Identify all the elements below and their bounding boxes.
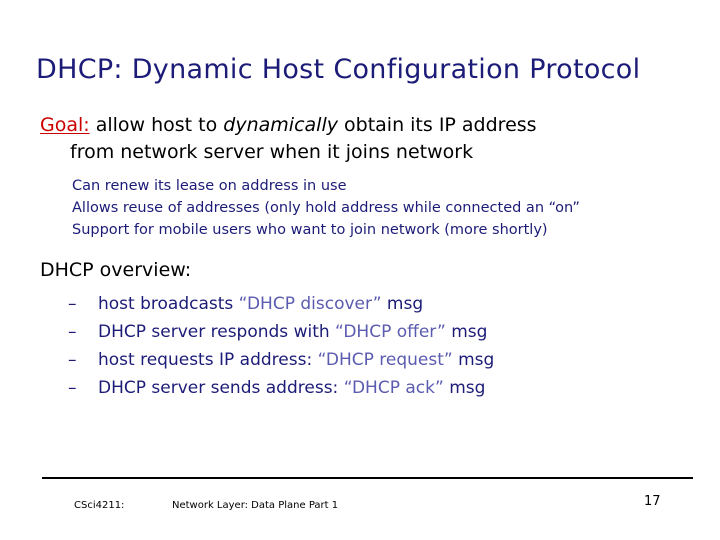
list-item-text: host requests IP address: “DHCP request”…: [98, 346, 494, 374]
list-item: – DHCP server sends address: “DHCP ack” …: [68, 374, 720, 402]
goal-text-before: allow host to: [89, 114, 224, 136]
goal-text-italic: dynamically: [223, 114, 338, 136]
footer-divider: [42, 477, 693, 479]
list-item: – host broadcasts “DHCP discover” msg: [68, 290, 720, 318]
item-suffix: msg: [381, 294, 424, 314]
footer-course-code: CSci4211:: [74, 500, 125, 511]
goal-text-after: obtain its IP address: [337, 114, 537, 136]
list-item: Support for mobile users who want to joi…: [72, 222, 548, 238]
footer-subject-title: Network Layer: Data Plane Part 1: [172, 500, 339, 511]
goal-continuation: from network server when it joins networ…: [70, 141, 474, 163]
list-item: Allows reuse of addresses (only hold add…: [72, 200, 580, 216]
item-prefix: host requests IP address:: [98, 350, 318, 370]
overview-heading: DHCP overview:: [40, 259, 192, 281]
list-item-text: DHCP server sends address: “DHCP ack” ms…: [98, 374, 485, 402]
item-suffix: msg: [445, 322, 488, 342]
page-title: DHCP: Dynamic Host Configuration Protoco…: [36, 54, 641, 85]
item-highlight: “DHCP discover”: [238, 294, 382, 314]
item-highlight: “DHCP request”: [317, 350, 453, 370]
item-highlight: “DHCP ack”: [343, 378, 444, 398]
footer-page-number: 17: [644, 494, 661, 509]
list-item: Can renew its lease on address in use: [72, 178, 347, 194]
item-highlight: “DHCP offer”: [335, 322, 446, 342]
item-suffix: msg: [452, 350, 495, 370]
item-prefix: DHCP server responds with: [98, 322, 336, 342]
list-item: – DHCP server responds with “DHCP offer”…: [68, 318, 720, 346]
dash-bullet-icon: –: [68, 322, 77, 342]
dash-bullet-icon: –: [68, 294, 77, 314]
goal-statement: Goal: allow host to dynamically obtain i…: [0, 112, 720, 166]
sub-bullet-list: Can renew its lease on address in use Al…: [0, 175, 720, 241]
item-prefix: host broadcasts: [98, 294, 239, 314]
list-item-text: host broadcasts “DHCP discover” msg: [98, 290, 423, 318]
list-item: – host requests IP address: “DHCP reques…: [68, 346, 720, 374]
slide-body: Goal: allow host to dynamically obtain i…: [0, 112, 720, 402]
list-item-text: DHCP server responds with “DHCP offer” m…: [98, 318, 487, 346]
overview-list: – host broadcasts “DHCP discover” msg – …: [0, 290, 720, 402]
item-suffix: msg: [443, 378, 486, 398]
dash-bullet-icon: –: [68, 350, 77, 370]
item-prefix: DHCP server sends address:: [98, 378, 344, 398]
goal-label: Goal:: [40, 114, 90, 136]
dash-bullet-icon: –: [68, 378, 77, 398]
